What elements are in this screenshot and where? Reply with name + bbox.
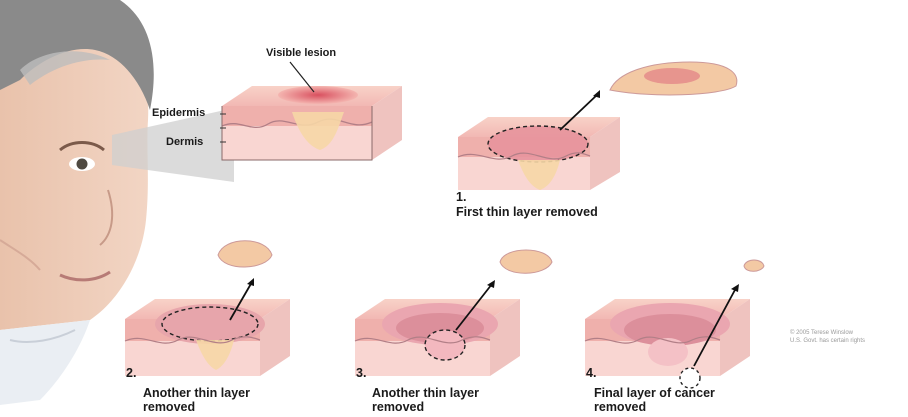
step4-number: 4. [586, 367, 596, 380]
step1-number: 1. [456, 191, 466, 204]
credit-line1: © 2005 Terese Winslow [790, 330, 908, 338]
dermis-label: Dermis [166, 137, 203, 149]
step3-caption-line2: removed [372, 401, 424, 414]
skin-block-main [222, 86, 402, 160]
step2-caption-line1: Another thin layer [143, 387, 250, 400]
skin-block-step3 [355, 250, 552, 376]
step4-caption-line2: removed [594, 401, 646, 414]
step1-caption: First thin layer removed [456, 206, 598, 219]
step4-caption-line1: Final layer of cancer [594, 387, 715, 400]
skin-block-step2 [125, 241, 290, 376]
step3-number: 3. [356, 367, 366, 380]
step2-number: 2. [126, 367, 136, 380]
copyright-credit: © 2005 Terese Winslow U.S. Govt. has cer… [790, 330, 908, 345]
skin-block-step1 [458, 62, 737, 190]
visible-lesion-label: Visible lesion [266, 48, 336, 60]
step2-caption-line2: removed [143, 401, 195, 414]
skin-block-step4 [585, 260, 764, 388]
step3-caption-line1: Another thin layer [372, 387, 479, 400]
epidermis-label: Epidermis [152, 108, 205, 120]
credit-line2: U.S. Govt. has certain rights [790, 338, 908, 346]
